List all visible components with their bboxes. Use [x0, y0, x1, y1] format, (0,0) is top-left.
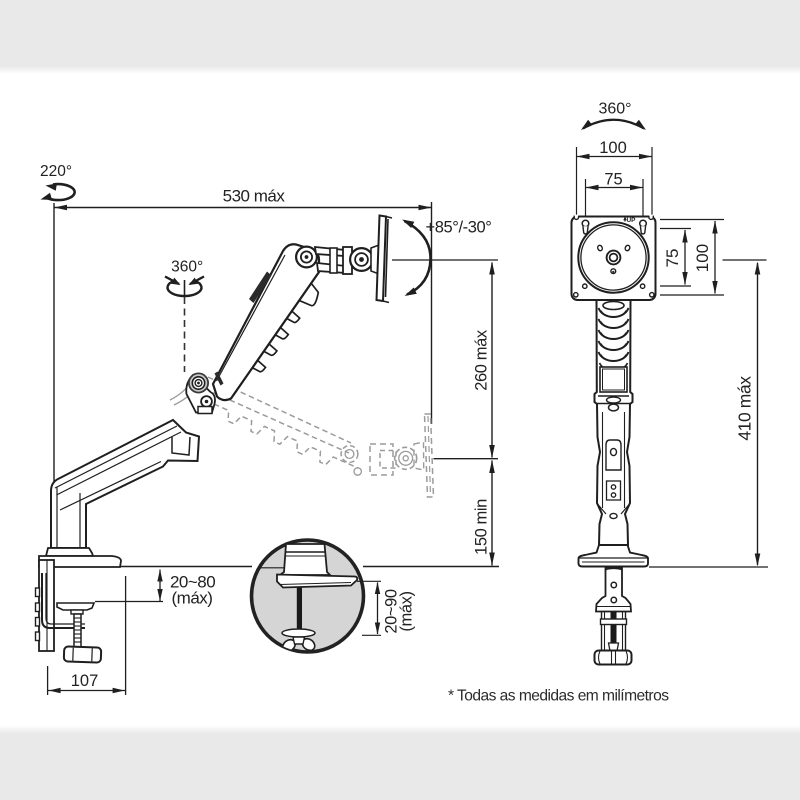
- svg-text:75: 75: [663, 249, 682, 268]
- svg-text:100: 100: [599, 139, 627, 157]
- svg-text:260 máx: 260 máx: [473, 329, 491, 391]
- svg-text:20~90: 20~90: [383, 589, 401, 634]
- svg-text:* Todas as medidas em milímetr: * Todas as medidas em milímetros: [448, 688, 669, 705]
- svg-text:410 máx: 410 máx: [735, 376, 755, 441]
- svg-text:20~80: 20~80: [170, 573, 215, 592]
- svg-text:360°: 360°: [171, 259, 203, 276]
- svg-text:100: 100: [693, 244, 712, 272]
- svg-text:+85°/-30°: +85°/-30°: [425, 219, 491, 237]
- svg-text:220°: 220°: [40, 163, 72, 180]
- svg-text:107: 107: [71, 672, 99, 690]
- svg-text:360°: 360°: [598, 101, 631, 118]
- svg-text:75: 75: [604, 171, 622, 189]
- svg-text:(máx): (máx): [398, 591, 416, 631]
- svg-text:UP: UP: [626, 217, 636, 224]
- svg-text:530 máx: 530 máx: [223, 187, 286, 206]
- svg-text:150 min: 150 min: [473, 499, 491, 555]
- svg-text:(máx): (máx): [172, 589, 213, 608]
